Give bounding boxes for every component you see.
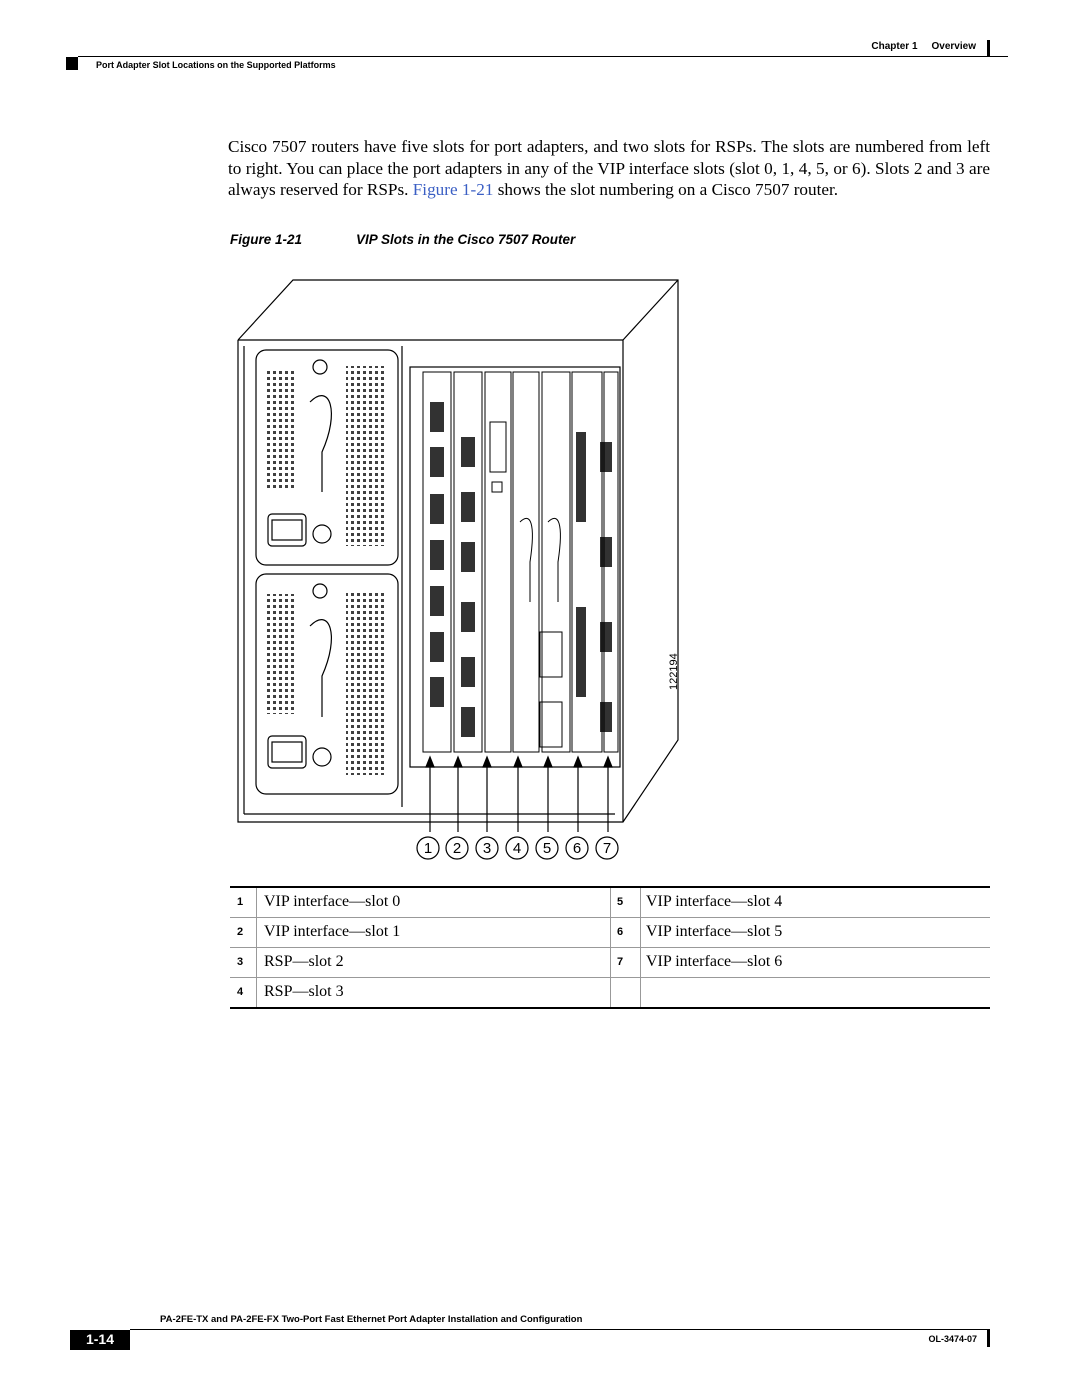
column-divider [640, 888, 641, 917]
column-divider [256, 888, 257, 917]
legend-description: VIP interface—slot 1 [264, 923, 401, 940]
legend-row: 1 VIP interface—slot 0 5 VIP interface—s… [230, 886, 990, 918]
legend-description: VIP interface—slot 4 [646, 893, 783, 910]
header-square [66, 57, 78, 70]
legend-description: VIP interface—slot 0 [264, 893, 401, 910]
legend-number: 4 [236, 986, 244, 998]
body-paragraph: Cisco 7507 routers have five slots for p… [228, 136, 990, 201]
callout-2: 2 [453, 840, 461, 857]
callout-5: 5 [543, 840, 551, 857]
legend-number [610, 978, 630, 1007]
section-title: Port Adapter Slot Locations on the Suppo… [96, 60, 336, 70]
callout-1: 1 [424, 840, 432, 857]
running-header-chapter: Chapter 1 Overview [820, 41, 976, 52]
footer-doc-number: OL-3474-07 [928, 1334, 977, 1344]
column-divider [256, 978, 257, 1007]
legend-description: RSP—slot 2 [264, 953, 344, 970]
legend-number: 5 [616, 896, 624, 908]
figure-link[interactable]: Figure 1-21 [412, 180, 494, 200]
column-divider [640, 918, 641, 947]
paragraph-text-1: Cisco 7507 routers have five slots for p… [228, 137, 990, 200]
callout-7: 7 [603, 840, 611, 857]
paragraph-text-2: shows the slot numbering on a Cisco 7507… [493, 180, 839, 200]
footer-doc-title: PA-2FE-TX and PA-2FE-FX Two-Port Fast Et… [160, 1314, 583, 1325]
column-divider [256, 918, 257, 947]
footer-rule [130, 1329, 990, 1330]
callout-4: 4 [513, 840, 521, 857]
chapter-label: Chapter 1 [871, 41, 918, 52]
column-divider [640, 978, 641, 1007]
column-divider [610, 948, 611, 977]
column-divider [256, 948, 257, 977]
legend-number: 3 [236, 956, 244, 968]
legend-number: 7 [616, 956, 624, 968]
legend-row: 4 RSP—slot 3 [230, 978, 990, 1009]
header-bar [987, 40, 990, 57]
page-number: 1-14 [85, 1331, 115, 1347]
legend-number: 1 [236, 896, 244, 908]
page-number-box [70, 1330, 130, 1350]
column-divider [640, 948, 641, 977]
header-rule [78, 56, 1008, 57]
callout-6: 6 [573, 840, 581, 857]
column-divider [610, 888, 611, 917]
legend-number: 2 [236, 926, 244, 938]
legend-number: 6 [616, 926, 624, 938]
figure-id-label: 122194 [668, 653, 680, 690]
callout-legend-table: 1 VIP interface—slot 0 5 VIP interface—s… [230, 886, 990, 1009]
legend-description: VIP interface—slot 6 [646, 953, 783, 970]
legend-row: 3 RSP—slot 2 7 VIP interface—slot 6 [230, 948, 990, 978]
chapter-title: Overview [931, 41, 976, 52]
legend-row: 2 VIP interface—slot 1 6 VIP interface—s… [230, 918, 990, 948]
router-chassis-illustration: 1 2 3 4 5 6 7 [237, 279, 679, 860]
figure-caption: Figure 1-21 VIP Slots in the Cisco 7507 … [230, 232, 575, 247]
column-divider [610, 978, 611, 1007]
legend-description: RSP—slot 3 [264, 983, 344, 1000]
column-divider [610, 918, 611, 947]
figure-title: VIP Slots in the Cisco 7507 Router [356, 232, 576, 247]
legend-description: VIP interface—slot 5 [646, 923, 783, 940]
figure-number: Figure 1-21 [230, 232, 303, 247]
callout-3: 3 [483, 840, 491, 857]
footer-bar [987, 1330, 990, 1347]
